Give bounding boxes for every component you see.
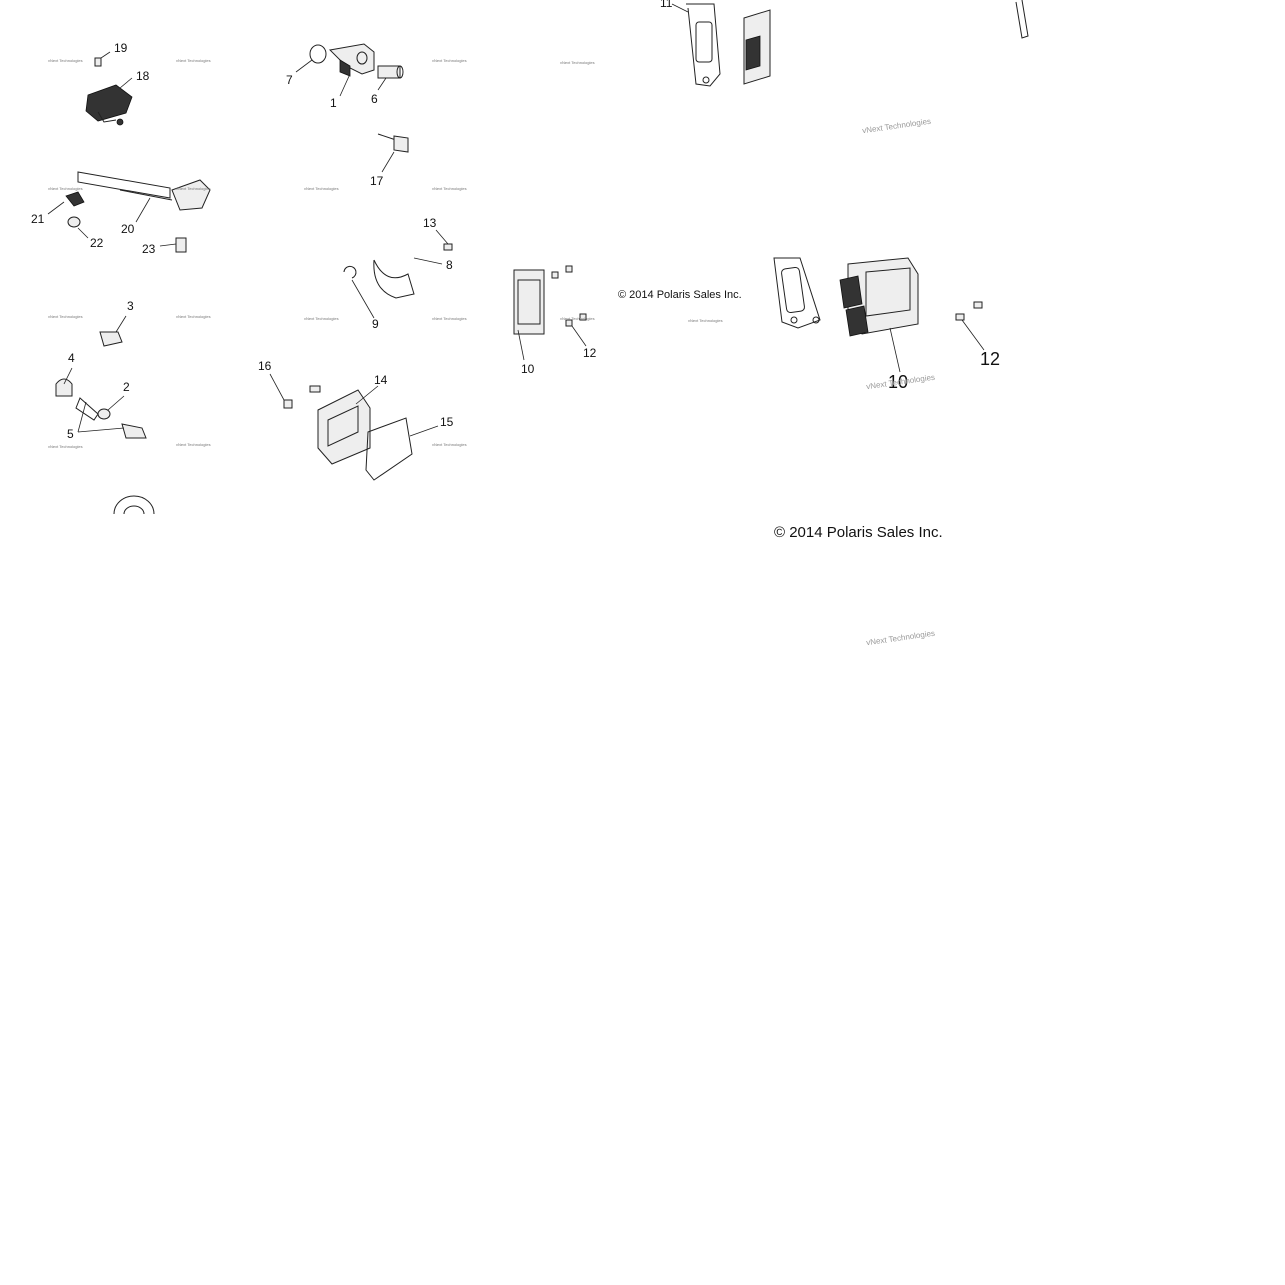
callout-12-middle: 12 — [583, 346, 597, 360]
cam-sensor-part — [295, 43, 404, 97]
watermark: vNext Technologies — [48, 58, 83, 63]
callout-6: 6 — [371, 92, 378, 106]
callout-2: 2 — [123, 380, 130, 394]
callout-13: 13 — [423, 216, 437, 230]
watermark: vNext Technologies — [862, 117, 932, 136]
watermark: vNext Technologies — [866, 629, 936, 648]
callout-10-right: 10 — [888, 372, 908, 392]
watermark: vNext Technologies — [432, 442, 467, 447]
callout-15: 15 — [440, 415, 454, 429]
callout-21: 21 — [31, 212, 45, 226]
watermark: vNext Technologies — [48, 186, 83, 191]
callout-18: 18 — [136, 69, 150, 83]
watermark: vNext Technologies — [176, 442, 211, 447]
watermark: vNext Technologies — [48, 444, 83, 449]
ecu-module-right-part — [773, 0, 1029, 373]
watermark: vNext Technologies — [48, 314, 83, 319]
watermark: vNext Technologies — [176, 314, 211, 319]
ecu-bracket-top-part — [671, 3, 771, 87]
copyright-middle: © 2014 Polaris Sales Inc. — [618, 289, 742, 301]
callout-4: 4 — [68, 351, 75, 365]
watermark: vNext Technologies — [176, 58, 211, 63]
pulley-fragment — [113, 495, 155, 515]
callout-1: 1 — [330, 96, 337, 110]
callout-8: 8 — [446, 258, 453, 272]
watermark: vNext Technologies — [304, 186, 339, 191]
callout-11: 11 — [660, 0, 673, 10]
callout-14: 14 — [374, 373, 388, 387]
callout-9: 9 — [372, 317, 379, 331]
callout-19: 19 — [114, 41, 128, 55]
watermark: vNext Technologies — [304, 316, 339, 321]
callout-12-right: 12 — [980, 349, 1000, 369]
callout-22: 22 — [90, 236, 104, 250]
callout-5: 5 — [67, 427, 74, 441]
knock-sensor-part — [343, 229, 453, 319]
watermark: vNext Technologies — [176, 186, 211, 191]
watermark: vNext Technologies — [432, 58, 467, 63]
temp-sensor-part — [377, 133, 409, 173]
speed-sensor-part — [47, 171, 211, 253]
watermark: vNext Technologies — [688, 318, 723, 323]
ecu-module-middle-part — [513, 265, 587, 361]
switch-parts — [55, 315, 147, 439]
map-sensor-part — [85, 51, 133, 126]
callout-23: 23 — [142, 242, 156, 256]
watermark: vNext Technologies — [560, 60, 595, 65]
copyright-right: © 2014 Polaris Sales Inc. — [774, 524, 943, 541]
callout-10-middle: 10 — [521, 362, 535, 376]
callout-17: 17 — [370, 174, 384, 188]
callout-7: 7 — [286, 73, 293, 87]
callout-16: 16 — [258, 359, 272, 373]
watermark: vNext Technologies — [432, 186, 467, 191]
callout-20: 20 — [121, 222, 135, 236]
callout-3: 3 — [127, 299, 134, 313]
ecu-housing-part — [269, 373, 439, 481]
watermark: vNext Technologies — [432, 316, 467, 321]
watermark: vNext Technologies — [560, 316, 595, 321]
